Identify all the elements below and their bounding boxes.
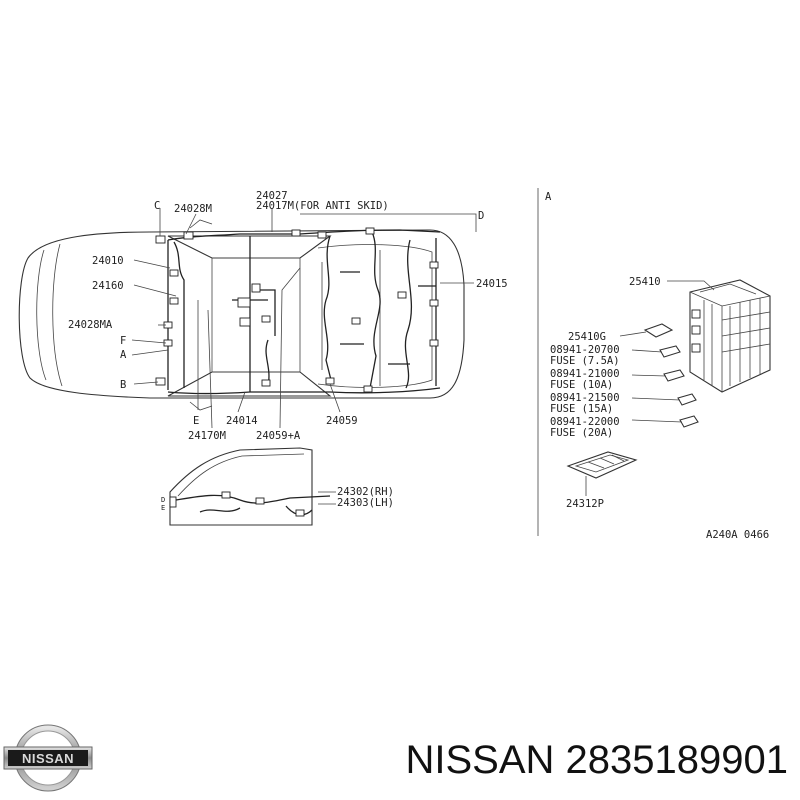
- fuse-3-part: 08941-21500: [550, 392, 620, 404]
- label-24312p: 24312P: [566, 498, 604, 510]
- label-24015: 24015: [476, 278, 508, 290]
- fuse-2-part: 08941-21000: [550, 368, 620, 380]
- label-24014: 24014: [226, 415, 258, 427]
- label-24010: 24010: [92, 255, 124, 267]
- brand-title: NISSAN 2835189901: [405, 738, 789, 782]
- label-24028ma: 24028MA: [68, 319, 113, 331]
- door-labels: 24302(RH) 24303(LH) D E: [161, 486, 394, 512]
- label-25410: 25410: [629, 276, 661, 288]
- label-24028m: 24028M: [174, 203, 212, 215]
- harness-connectors: [155, 227, 439, 393]
- label-e: E: [193, 415, 199, 427]
- label-24160: 24160: [92, 280, 124, 292]
- label-24017m: 24017M(FOR ANTI SKID): [256, 200, 389, 212]
- label-door-e: E: [161, 504, 165, 512]
- detail-section-label: A: [545, 191, 552, 203]
- label-a: A: [120, 349, 127, 361]
- label-door-d: D: [161, 496, 165, 504]
- car-body-outline: [18, 219, 465, 411]
- brand-footer: NISSAN NISSAN 2835189901: [0, 700, 800, 800]
- main-part-labels: C 24028M 24027 24017M(FOR ANTI SKID) D 2…: [68, 190, 508, 442]
- fuse-2-desc: FUSE (10A): [550, 379, 613, 391]
- label-24027: 24027: [256, 190, 288, 202]
- label-f: F: [120, 335, 126, 347]
- label-24059: 24059: [326, 415, 358, 427]
- label-24302-rh: 24302(RH): [337, 486, 394, 498]
- label-24303-lh: 24303(LH): [337, 497, 394, 509]
- fuse-1-desc: FUSE (7.5A): [550, 355, 620, 367]
- label-25410g: 25410G: [568, 331, 606, 343]
- drawing-code: A240A 0466: [706, 529, 769, 541]
- nissan-logo: NISSAN: [3, 724, 93, 792]
- label-c: C: [154, 200, 160, 212]
- fuse-3-desc: FUSE (15A): [550, 403, 613, 415]
- label-b: B: [120, 379, 126, 391]
- logo-text: NISSAN: [22, 751, 74, 766]
- fuse-4-desc: FUSE (20A): [550, 427, 613, 439]
- detail-labels: 25410 25410G 08941-20700 FUSE (7.5A) 089…: [550, 276, 769, 541]
- main-leader-lines: [131, 208, 477, 429]
- fuse-1-part: 08941-20700: [550, 344, 620, 356]
- label-d: D: [478, 210, 484, 222]
- door-harness: [169, 447, 336, 526]
- detail-a-panel: A: [537, 188, 771, 536]
- label-24059a: 24059+A: [256, 430, 301, 442]
- fuse-4-part: 08941-22000: [550, 416, 620, 428]
- label-24170m: 24170M: [188, 430, 226, 442]
